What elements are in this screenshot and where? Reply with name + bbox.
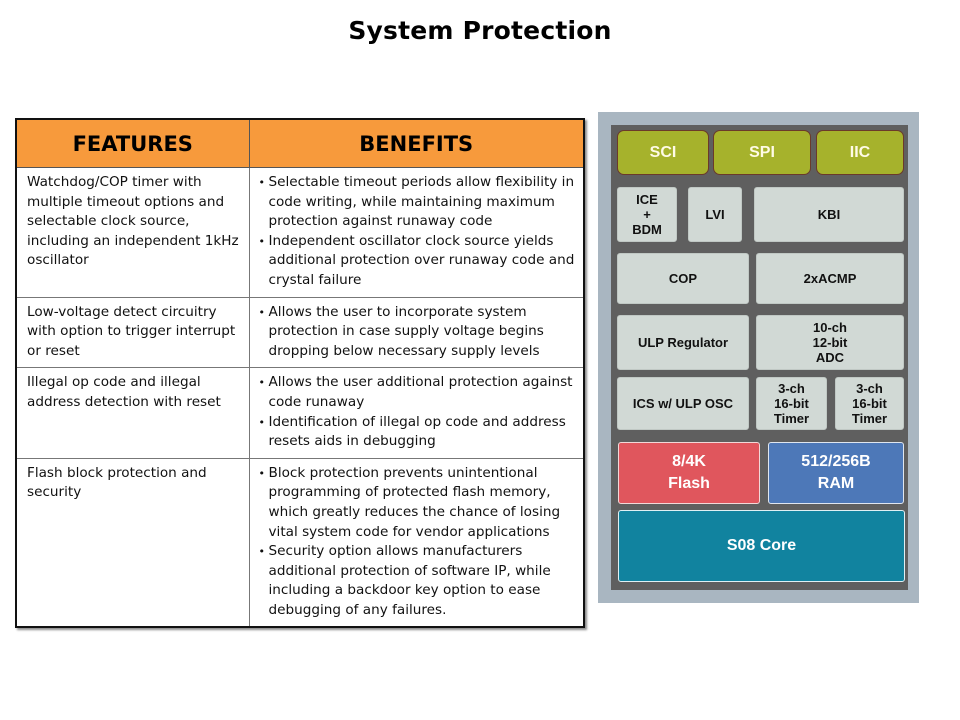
benefit-text: Allows the user additional protection ag… xyxy=(268,374,573,410)
feature-cell: Flash block protection and security xyxy=(17,457,250,627)
benefits-cell: •Block protection prevents unintentional… xyxy=(249,457,583,627)
benefit-text: Independent oscillator clock source yiel… xyxy=(268,232,575,288)
header-features: FEATURES xyxy=(17,120,250,168)
bullet-icon: • xyxy=(258,545,266,559)
benefits-cell: •Allows the user additional protection a… xyxy=(249,367,583,459)
block-kbi: KBI xyxy=(754,187,904,242)
block-ics-ulp-osc: ICS w/ ULP OSC xyxy=(617,377,749,430)
table-row: Watchdog/COP timer with multiple timeout… xyxy=(17,167,583,298)
bullet-icon: • xyxy=(258,415,266,429)
block-adc: 10-ch 12-bit ADC xyxy=(756,315,904,370)
bullet-icon: • xyxy=(258,176,266,189)
benefit-item: •Block protection prevents unintentional… xyxy=(259,464,580,542)
header-benefits: BENEFITS xyxy=(249,120,583,168)
block-iic: IIC xyxy=(816,130,904,175)
feature-cell: Illegal op code and illegal address dete… xyxy=(17,367,250,459)
table-row: Flash block protection and security •Blo… xyxy=(17,457,583,627)
benefits-cell: •Allows the user to incorporate system p… xyxy=(249,296,583,368)
benefit-text: Allows the user to incorporate system pr… xyxy=(268,303,544,359)
bullet-icon: • xyxy=(258,234,266,248)
block-sci: SCI xyxy=(617,130,709,175)
benefit-text: Block protection prevents unintentional … xyxy=(268,464,561,540)
block-ulp-regulator: ULP Regulator xyxy=(617,315,749,370)
benefit-item: •Allows the user to incorporate system p… xyxy=(259,303,580,362)
benefit-item: •Allows the user additional protection a… xyxy=(259,373,580,412)
benefit-item: •Security option allows manufacturers ad… xyxy=(259,542,580,620)
block-timer-2: 3-ch 16-bit Timer xyxy=(835,377,904,430)
benefit-text: Selectable timeout periods allow flexibi… xyxy=(268,174,575,230)
block-cop: COP xyxy=(617,253,749,304)
block-s08-core: S08 Core xyxy=(618,510,905,582)
slide-title: System Protection xyxy=(348,16,612,45)
block-flash: 8/4K Flash xyxy=(618,442,760,504)
features-benefits-table: FEATURES BENEFITS Watchdog/COP timer wit… xyxy=(15,118,585,629)
table-row: Illegal op code and illegal address dete… xyxy=(17,367,583,459)
table-row: Low-voltage detect circuitry with option… xyxy=(17,296,583,368)
feature-cell: Watchdog/COP timer with multiple timeout… xyxy=(17,167,250,298)
bullet-icon: • xyxy=(258,466,266,480)
benefits-cell: •Selectable timeout periods allow flexib… xyxy=(249,167,583,298)
bullet-icon: • xyxy=(258,376,266,390)
table-header-row: FEATURES BENEFITS xyxy=(17,120,583,168)
benefit-item: •Identification of illegal op code and a… xyxy=(259,413,580,452)
benefit-text: Security option allows manufacturers add… xyxy=(268,543,551,618)
benefit-item: •Independent oscillator clock source yie… xyxy=(259,232,580,291)
block-ice-bdm: ICE + BDM xyxy=(617,187,677,242)
block-lvi: LVI xyxy=(688,187,742,242)
block-spi: SPI xyxy=(713,130,811,175)
benefit-text: Identification of illegal op code and ad… xyxy=(268,413,566,450)
block-2xacmp: 2xACMP xyxy=(756,253,904,304)
block-ram: 512/256B RAM xyxy=(768,442,904,504)
benefit-item: •Selectable timeout periods allow flexib… xyxy=(259,173,580,232)
bullet-icon: • xyxy=(258,305,266,319)
feature-cell: Low-voltage detect circuitry with option… xyxy=(17,296,250,368)
block-timer-1: 3-ch 16-bit Timer xyxy=(756,377,827,430)
